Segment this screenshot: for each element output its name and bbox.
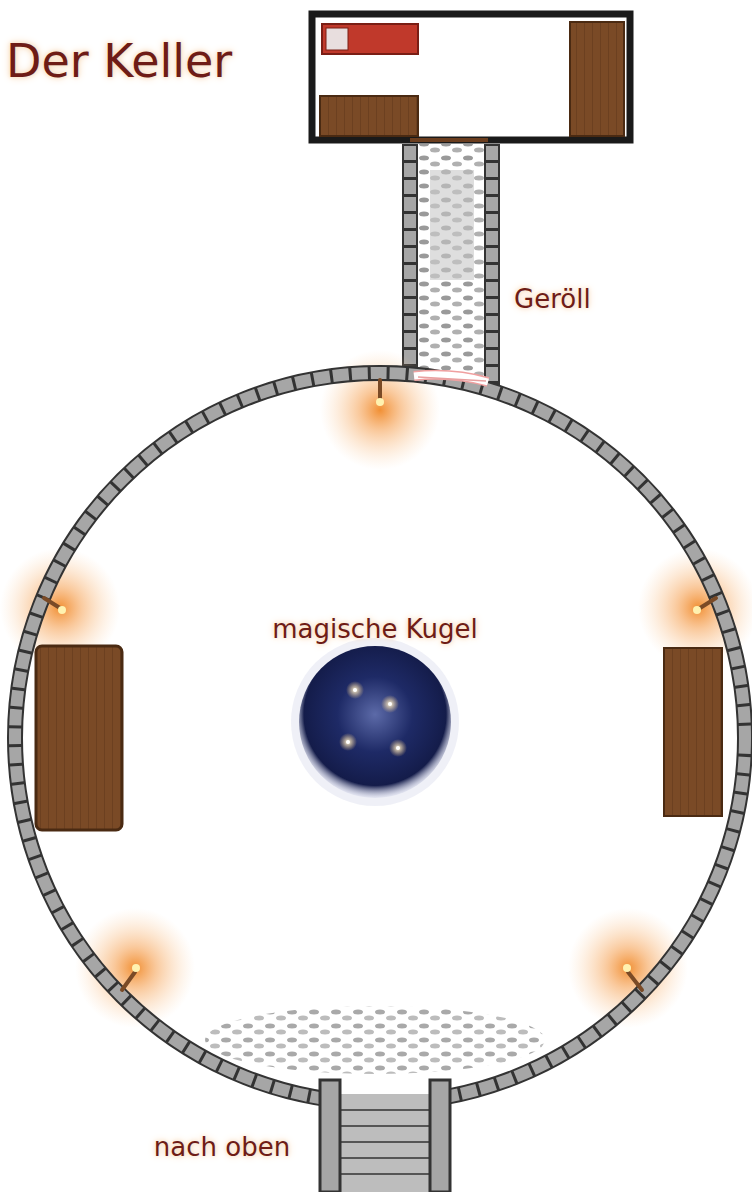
stairs-label: nach oben (154, 1132, 290, 1162)
map-title: Der Keller (6, 34, 232, 88)
rubble-label: Geröll (514, 284, 591, 314)
orb-label: magische Kugel (272, 614, 478, 644)
